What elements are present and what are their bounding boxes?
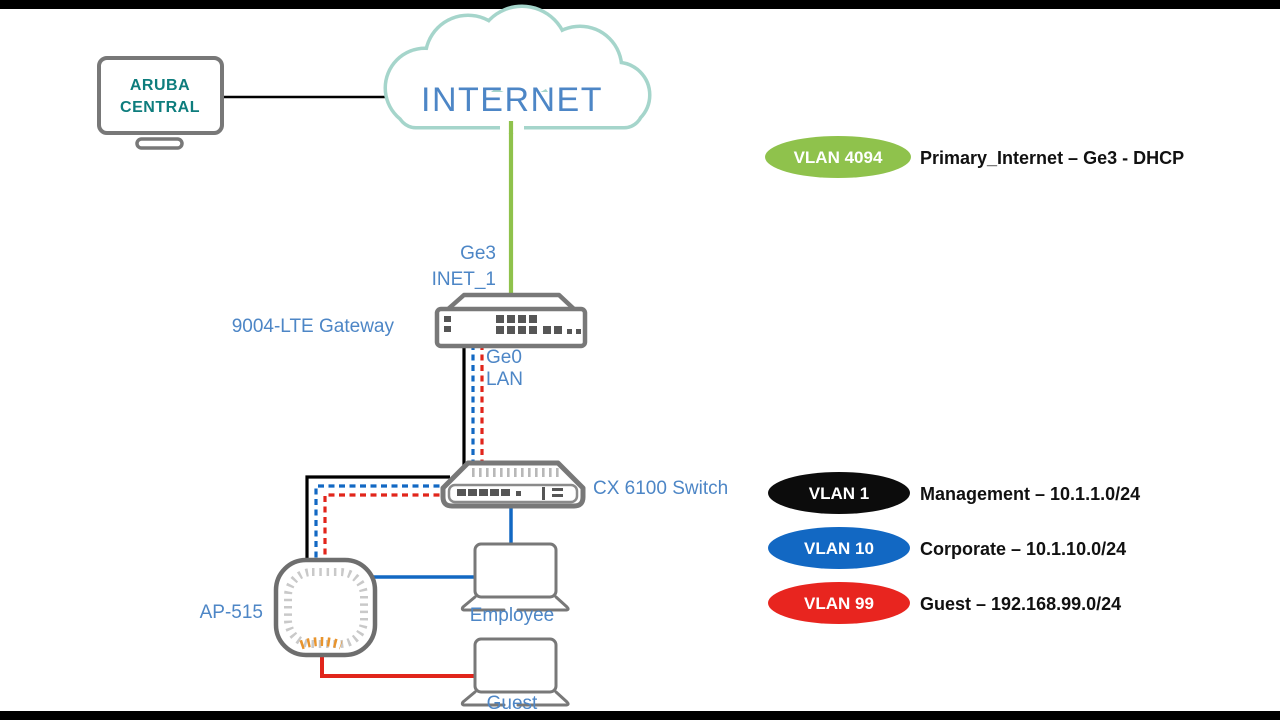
switch-vents	[472, 468, 559, 477]
legend-vlan1-desc: Management – 10.1.1.0/24	[920, 484, 1140, 504]
legend-vlan10-label: VLAN 10	[804, 539, 874, 558]
node-internet: INTERNET	[383, 4, 652, 134]
guest-laptop-base	[460, 690, 570, 707]
legend-vlan1-label: VLAN 1	[809, 484, 869, 503]
letterbox-bottom	[0, 711, 1280, 720]
gateway-label: 9004-LTE Gateway	[232, 316, 395, 337]
guest-label: Guest	[487, 693, 538, 714]
employee-laptop-icon	[473, 542, 558, 599]
switch-ports	[457, 487, 563, 500]
node-aruba-central: ARUBA CENTRAL	[97, 56, 224, 150]
legend-ellipse-vlan10	[768, 527, 910, 569]
legend-vlan4094-desc: Primary_Internet – Ge3 - DHCP	[920, 148, 1184, 168]
legend-row-vlan99: VLAN 99 Guest – 192.168.99.0/24	[768, 582, 1121, 624]
link-ap-trunk-mgmt	[305, 475, 450, 565]
legend-vlan99-label: VLAN 99	[804, 594, 874, 613]
ap-label: AP-515	[200, 602, 263, 623]
monitor-icon	[97, 56, 224, 135]
aruba-central-label-line2: CENTRAL	[120, 99, 200, 116]
legend-ellipse-vlan4094	[765, 136, 911, 178]
gateway-top-face	[445, 292, 577, 312]
link-ap-guest	[320, 648, 477, 678]
gateway-lan-name-label: LAN	[486, 369, 523, 390]
legend-ellipse-vlan99	[768, 582, 910, 624]
legend-vlan99-desc: Guest – 192.168.99.0/24	[920, 594, 1121, 614]
legend-row-vlan10: VLAN 10 Corporate – 10.1.10.0/24	[768, 527, 1126, 569]
legend-vlan10-desc: Corporate – 10.1.10.0/24	[920, 539, 1126, 559]
internet-label: INTERNET	[421, 81, 603, 119]
node-gateway: 9004-LTE Gateway Ge0 LAN	[232, 292, 588, 390]
monitor-stand	[135, 137, 184, 150]
cloud-fill	[387, 8, 648, 126]
node-guest-laptop: Guest	[460, 637, 570, 714]
links	[222, 95, 514, 678]
node-employee-laptop: Employee	[460, 542, 570, 626]
link-ap-trunk-guest	[323, 493, 450, 565]
gateway-lan-port-label: Ge0	[486, 347, 522, 368]
employee-laptop-base	[460, 595, 570, 612]
guest-laptop-icon	[473, 637, 558, 694]
switch-label: CX 6100 Switch	[593, 478, 728, 499]
legend-row-vlan1: VLAN 1 Management – 10.1.1.0/24	[768, 472, 1140, 514]
node-ap: AP-515	[200, 557, 378, 658]
node-switch: CX 6100 Switch	[440, 460, 728, 509]
gateway-ports	[444, 315, 581, 334]
ap-icon	[273, 557, 378, 658]
gateway-uplink-name-label: INET_1	[432, 269, 496, 290]
vlan-legend: VLAN 4094 Primary_Internet – Ge3 - DHCP …	[765, 136, 1184, 624]
aruba-central-label-line1: ARUBA	[130, 77, 190, 94]
link-ap-trunk-corporate	[314, 484, 450, 565]
legend-ellipse-vlan1	[768, 472, 910, 514]
employee-label: Employee	[470, 605, 555, 626]
gateway-uplink-port-label: Ge3	[460, 243, 496, 264]
letterbox-top	[0, 0, 1280, 9]
ap-vent-ring	[284, 568, 368, 648]
legend-vlan4094-label: VLAN 4094	[794, 148, 883, 167]
ap-led-strip	[299, 637, 343, 650]
legend-row-vlan4094: VLAN 4094 Primary_Internet – Ge3 - DHCP	[765, 136, 1184, 178]
